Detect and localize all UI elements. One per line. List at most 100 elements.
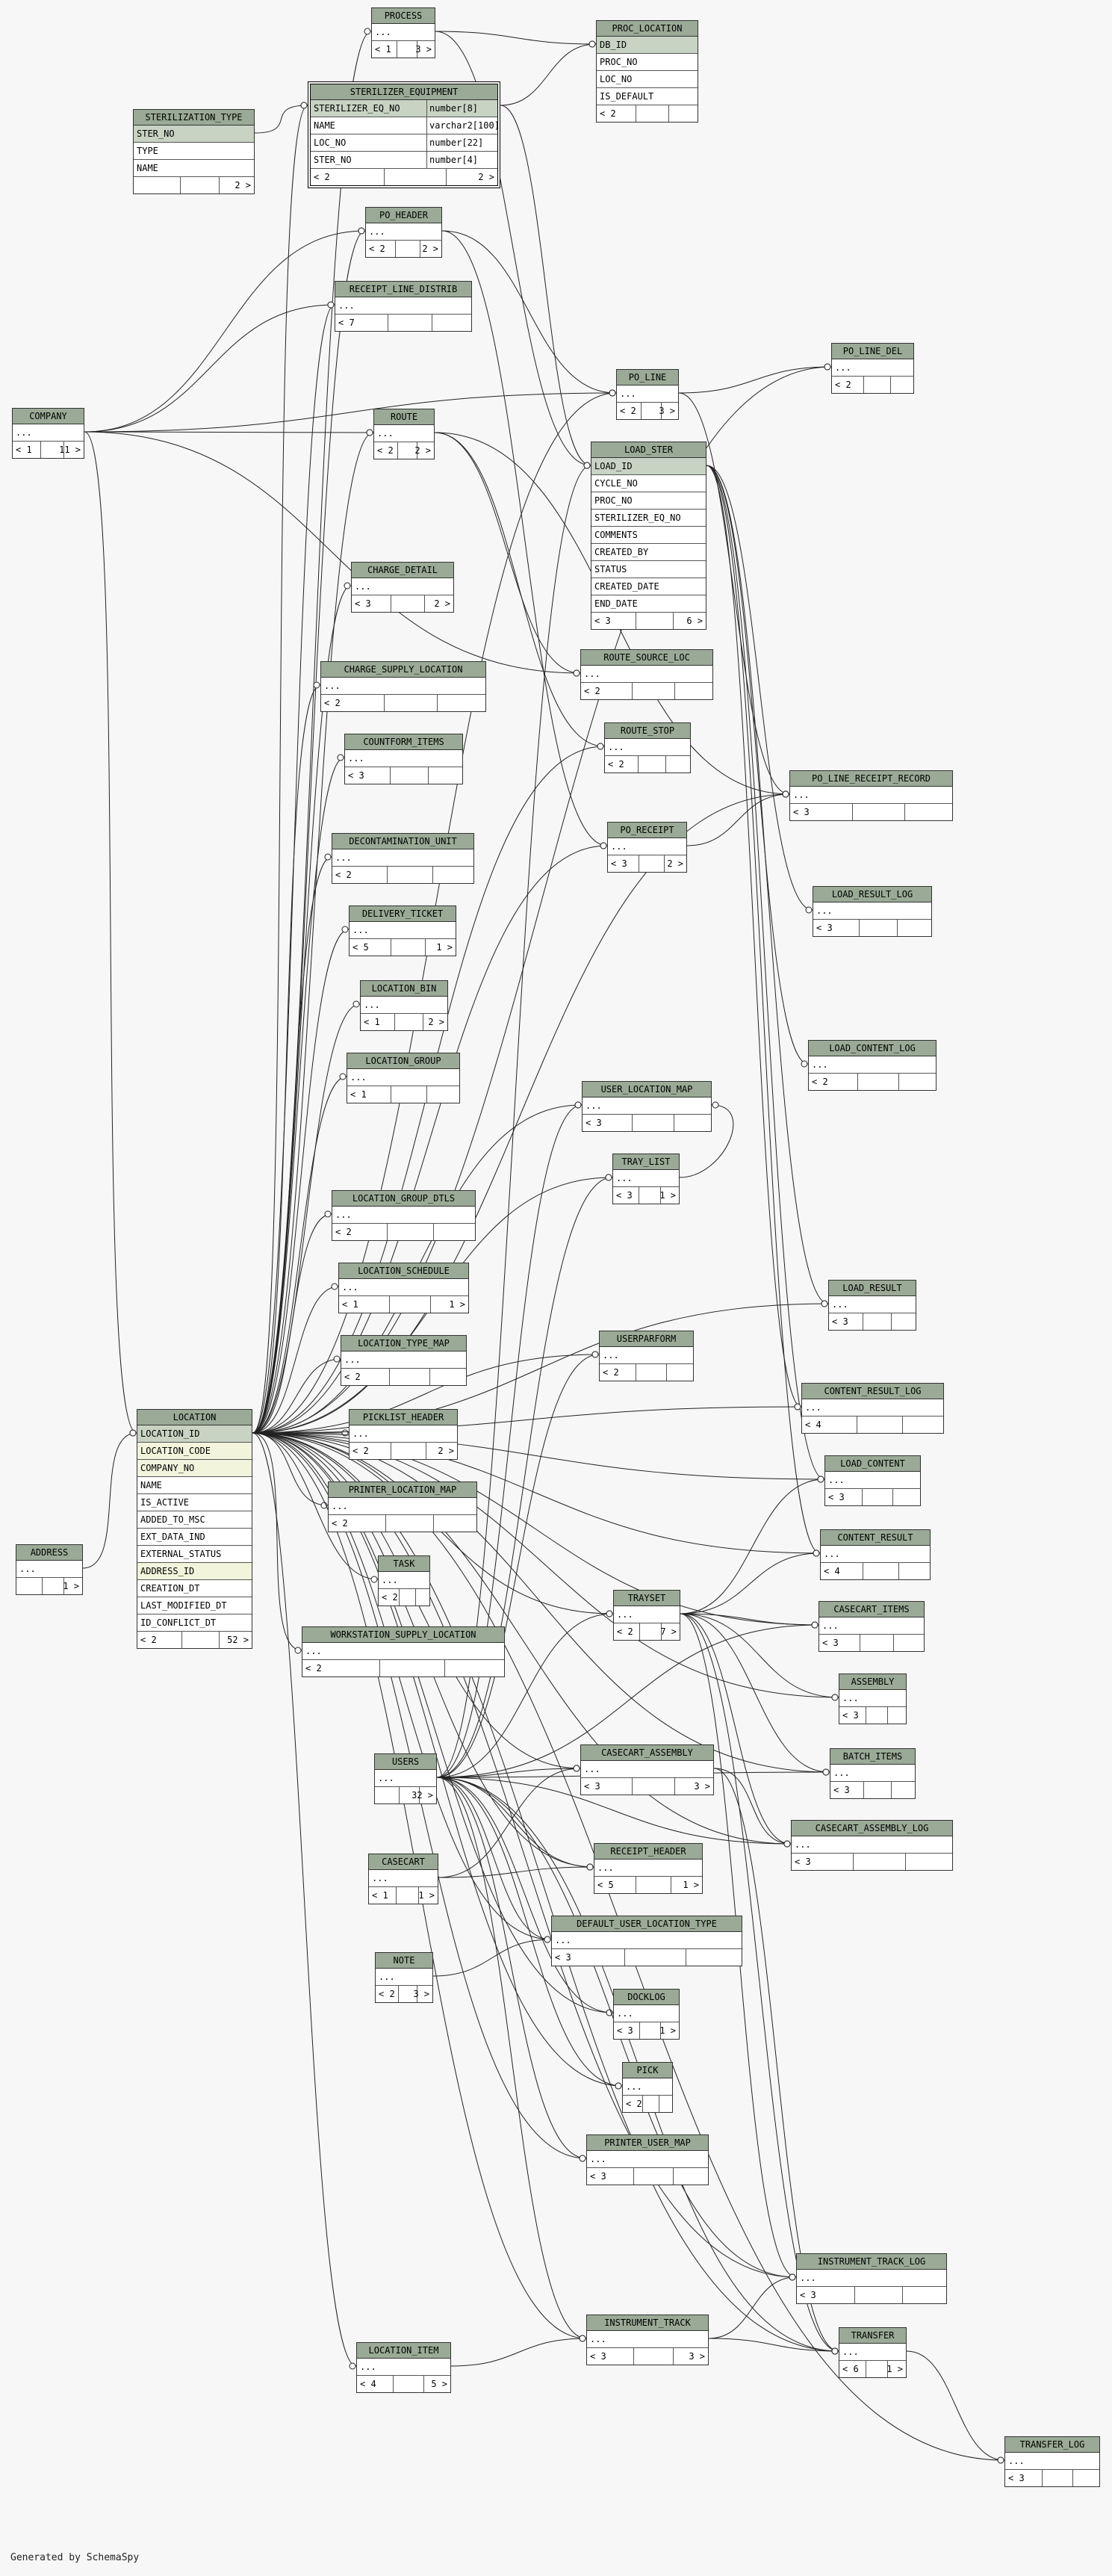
table-name[interactable]: RECEIPT_HEADER <box>594 1844 702 1860</box>
column-row[interactable]: ... <box>839 1690 906 1707</box>
column-row[interactable]: ... <box>581 1761 713 1778</box>
parent-count[interactable]: < 3 <box>348 770 364 781</box>
column-row[interactable]: ... <box>357 2359 450 2376</box>
parent-count[interactable]: < 2 <box>812 1077 828 1087</box>
parent-count[interactable]: < 4 <box>360 2379 376 2389</box>
column-row[interactable]: LOCATION_CODE <box>137 1443 252 1460</box>
table-name[interactable]: USER_LOCATION_MAP <box>583 1082 711 1097</box>
table-name[interactable]: DECONTAMINATION_UNIT <box>332 834 473 849</box>
table-content-result-log[interactable]: CONTENT_RESULT_LOG... < 4 <box>801 1383 944 1434</box>
child-count[interactable]: 1 > <box>63 1581 79 1591</box>
table-name[interactable]: CASECART <box>369 1854 438 1870</box>
table-name[interactable]: PO_LINE_DEL <box>832 344 913 359</box>
table-po-line-receipt-record[interactable]: PO_LINE_RECEIPT_RECORD...< 3 <box>789 770 953 821</box>
parent-count[interactable]: < 2 <box>608 759 624 770</box>
column-row[interactable]: LAST_MODIFIED_DT <box>137 1597 252 1614</box>
column-row[interactable]: ... <box>350 1425 457 1443</box>
column-row[interactable]: ... <box>792 1836 952 1854</box>
parent-count[interactable]: < 1 <box>375 44 391 55</box>
parent-count[interactable]: < 2 <box>382 1592 398 1603</box>
column-row[interactable]: ... <box>350 922 456 939</box>
column-row[interactable]: PROC_NO <box>597 54 698 71</box>
column-row[interactable]: ... <box>375 1770 436 1787</box>
column-row[interactable]: ... <box>613 1170 679 1187</box>
parent-count[interactable]: < 2 <box>140 1635 157 1645</box>
column-row[interactable]: ... <box>832 359 913 377</box>
column-row[interactable]: ... <box>339 1279 468 1296</box>
parent-count[interactable]: < 3 <box>617 2025 633 2036</box>
column-row[interactable]: ... <box>552 1932 742 1949</box>
table-name[interactable]: STERILIZER_EQUIPMENT <box>311 84 497 100</box>
child-count[interactable]: 11 > <box>59 445 81 455</box>
table-users[interactable]: USERS...32 > <box>374 1753 437 1804</box>
column-row[interactable]: IS_ACTIVE <box>137 1494 252 1511</box>
table-name[interactable]: LOCATION <box>137 1410 252 1425</box>
child-count[interactable]: 1 > <box>886 2364 903 2374</box>
parent-count[interactable]: < 1 <box>372 1890 388 1901</box>
column-row[interactable]: ... <box>583 1097 711 1115</box>
table-name[interactable]: LOAD_RESULT <box>829 1281 916 1296</box>
column-row[interactable]: END_DATE <box>591 595 706 613</box>
parent-count[interactable]: < 2 <box>835 380 851 390</box>
column-row[interactable]: ... <box>594 1860 702 1877</box>
column-row[interactable]: ... <box>321 678 485 695</box>
parent-count[interactable]: < 1 <box>342 1299 358 1310</box>
column-row[interactable]: ... <box>617 386 678 403</box>
table-load-content-log[interactable]: LOAD_CONTENT_LOG...< 2 <box>808 1040 936 1091</box>
parent-count[interactable]: < 3 <box>828 1492 845 1502</box>
column-row[interactable]: ... <box>374 425 434 442</box>
table-name[interactable]: CONTENT_RESULT_LOG <box>802 1384 943 1399</box>
child-count[interactable]: 3 > <box>659 406 675 416</box>
parent-count[interactable]: < 3 <box>590 2351 606 2362</box>
column-row[interactable]: COMMENTS <box>591 527 706 544</box>
parent-count[interactable]: < 5 <box>352 942 369 953</box>
parent-count[interactable]: < 3 <box>611 858 627 869</box>
column-row[interactable]: ... <box>369 1870 438 1887</box>
table-name[interactable]: PROC_LOCATION <box>597 21 698 37</box>
table-casecart-items[interactable]: CASECART_ITEMS...< 3 <box>819 1601 925 1652</box>
child-count[interactable]: 2 > <box>434 598 450 609</box>
column-row[interactable]: ... <box>802 1399 943 1417</box>
parent-count[interactable]: < 3 <box>793 807 810 817</box>
table-address[interactable]: ADDRESS...1 > <box>16 1544 83 1595</box>
table-task[interactable]: TASK...< 2 <box>378 1555 430 1606</box>
table-name[interactable]: COUNTFORM_ITEMS <box>345 734 462 750</box>
parent-count[interactable]: < 2 <box>344 1372 361 1382</box>
child-count[interactable]: 1 > <box>449 1299 465 1310</box>
table-pick[interactable]: PICK...< 2 <box>622 2062 673 2113</box>
column-row[interactable]: LOCATION_ID <box>137 1425 252 1443</box>
child-count[interactable]: 52 > <box>227 1635 249 1645</box>
table-instrument-track-log[interactable]: INSTRUMENT_TRACK_LOG...< 3 <box>796 2253 947 2304</box>
parent-count[interactable]: < 3 <box>355 598 371 609</box>
parent-count[interactable]: < 3 <box>584 1781 600 1792</box>
table-name[interactable]: RECEIPT_LINE_DISTRIB <box>335 282 471 297</box>
table-name[interactable]: CASECART_ASSEMBLY <box>581 1745 713 1761</box>
child-count[interactable]: 2 > <box>234 180 251 191</box>
column-row[interactable]: ... <box>376 1969 432 1986</box>
column-row[interactable]: CREATED_DATE <box>591 578 706 595</box>
parent-count[interactable]: < 2 <box>369 244 385 254</box>
table-name[interactable]: LOAD_CONTENT_LOG <box>809 1041 936 1056</box>
column-row[interactable]: ... <box>335 297 471 315</box>
table-name[interactable]: PO_LINE <box>617 370 678 386</box>
parent-count[interactable]: < 3 <box>822 1638 839 1648</box>
column-row[interactable]: ... <box>821 1546 930 1563</box>
table-name[interactable]: TRAYSET <box>614 1591 680 1606</box>
column-row[interactable]: ... <box>813 902 931 920</box>
table-name[interactable]: DOCKLOG <box>614 1990 679 2005</box>
table-user-location-map[interactable]: USER_LOCATION_MAP... < 3 <box>582 1081 712 1132</box>
parent-count[interactable]: < 4 <box>805 1419 821 1430</box>
table-name[interactable]: LOCATION_GROUP_DTLS <box>332 1191 475 1207</box>
table-charge-supply-location[interactable]: CHARGE_SUPPLY_LOCATION...< 2 <box>320 661 486 712</box>
child-count[interactable]: 2 > <box>414 445 431 456</box>
table-name[interactable]: PRINTER_USER_MAP <box>587 2135 708 2151</box>
parent-count[interactable]: < 2 <box>584 686 600 696</box>
parent-count[interactable]: < 3 <box>585 1118 602 1128</box>
column-row[interactable]: EXT_DATA_IND <box>137 1529 252 1546</box>
table-assembly[interactable]: ASSEMBLY...< 3 <box>839 1674 907 1724</box>
table-name[interactable]: PICKLIST_HEADER <box>350 1410 457 1425</box>
table-name[interactable]: LOCATION_ITEM <box>357 2343 450 2359</box>
